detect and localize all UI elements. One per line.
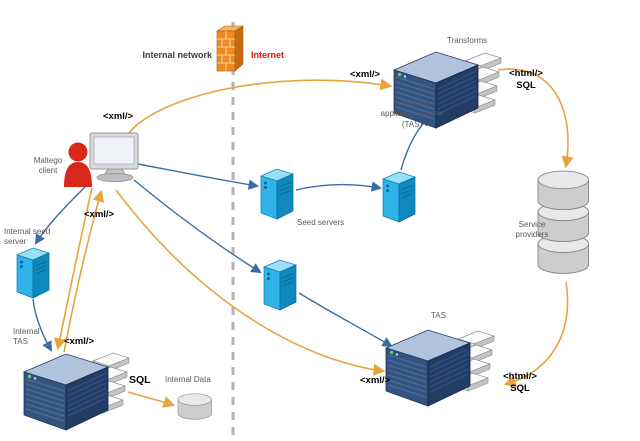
- xml-label-tas-bottom: <xml/>: [360, 375, 391, 386]
- html-sql-label-top: <html/> SQL: [509, 68, 543, 91]
- xml-label-client-bottom: <xml/>: [84, 209, 115, 220]
- sql-label-internal: SQL: [129, 374, 151, 386]
- arrow-seed-to-seed: [295, 181, 383, 192]
- internal-data-label: Internal Data: [165, 375, 211, 384]
- arrow-internal-seed-to-internal-tas: [32, 298, 53, 352]
- internal-tas-label: Internal TAS: [13, 327, 40, 347]
- arrow-tas-to-service-providers: [497, 68, 574, 169]
- monitor-icon: [89, 132, 139, 182]
- internal-data-db-icon: [177, 393, 212, 420]
- seed-servers-label: Seed servers: [297, 218, 345, 227]
- arrow-client-to-internal-seed: [34, 185, 87, 245]
- arrow-client-to-seed-server: [137, 163, 260, 190]
- arrow-client-to-lower-seed: [133, 179, 262, 274]
- maltego-client-icon: [64, 132, 139, 187]
- arrow-client-to-bottom-tas: [115, 189, 386, 376]
- transform-application-server-label: Transform application server (TAS): [380, 99, 444, 129]
- maltego-client-label: Maltego client: [33, 156, 63, 176]
- arrow-internal-tas-to-internal-data: [127, 391, 176, 408]
- internet-label: Internet: [251, 50, 285, 60]
- person-icon: [64, 142, 92, 187]
- arrow-internal-tas-to-client: [63, 189, 105, 353]
- seed-server-2-icon: [382, 171, 416, 223]
- seed-server-1-icon: [260, 168, 294, 220]
- transforms-label: Transforms: [447, 36, 488, 45]
- internal-network-label: Internal network: [142, 50, 212, 60]
- xml-label-tas-top: <xml/>: [350, 69, 381, 80]
- html-sql-label-bottom: <html/> SQL: [503, 371, 537, 394]
- seed-server-3-icon: [263, 259, 297, 311]
- internal-tas-icon: [23, 353, 109, 431]
- arrow-lower-seed-to-bottom-tas: [298, 292, 393, 348]
- tas-bottom-label: TAS: [431, 311, 446, 320]
- internal-seed-server-icon: [16, 247, 50, 299]
- arrow-client-to-tas: [127, 78, 393, 135]
- xml-label-client-top: <xml/>: [103, 111, 134, 122]
- firewall-icon: [215, 25, 245, 72]
- xml-label-internal-tas: <xml/>: [64, 336, 95, 347]
- arrow-client-to-internal-tas: [54, 187, 93, 351]
- bottom-tas-icon: [385, 329, 471, 407]
- arrow-service-providers-to-bottom-tas: [503, 281, 569, 388]
- orange-arrows: [54, 68, 574, 408]
- service-providers-label: Service providers: [515, 220, 549, 240]
- internal-seed-server-label: Internal seed server: [4, 227, 51, 247]
